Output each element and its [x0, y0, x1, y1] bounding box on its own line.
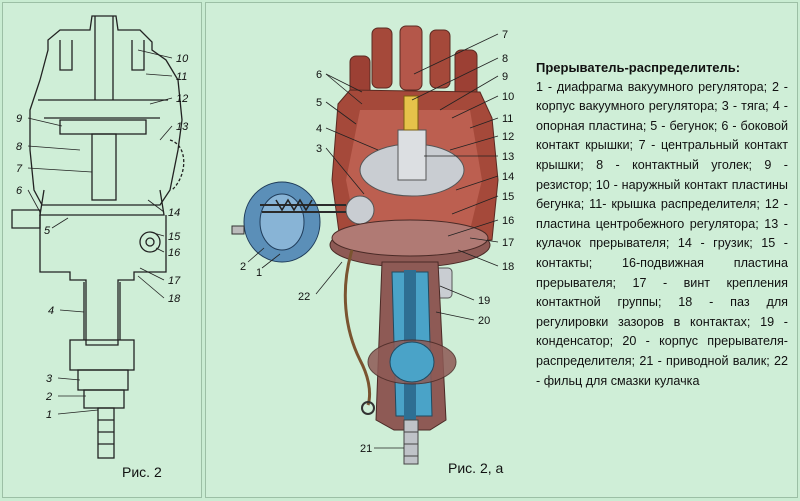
label-13: 13	[502, 151, 514, 163]
label-12: 12	[502, 131, 514, 143]
housing-outline	[39, 215, 167, 346]
label-8: 8	[16, 141, 23, 153]
housing-rim	[331, 219, 489, 257]
condenser-center	[145, 237, 155, 247]
distributor-outline	[11, 15, 185, 459]
left-number-labels: 10 11 12 13 9 8 7 6 5 14 15 16 17 18 4 3…	[16, 53, 189, 421]
label-12: 12	[176, 93, 188, 105]
cam	[91, 133, 117, 201]
label-2: 2	[240, 261, 246, 273]
label-14: 14	[502, 171, 514, 183]
spring-coils	[275, 198, 313, 212]
vacuum-rod	[11, 209, 41, 229]
housing-shaft-bore	[83, 282, 121, 340]
center-contact	[403, 95, 419, 131]
label-17: 17	[168, 275, 181, 287]
label-3: 3	[316, 143, 322, 155]
label-5: 5	[316, 97, 322, 109]
cap-outline	[29, 15, 183, 206]
figure-caption-right: Рис. 2, а	[448, 460, 504, 476]
left-drawing-panel	[2, 2, 202, 498]
shaft-splines	[98, 419, 114, 445]
label-21: 21	[360, 443, 372, 455]
label-1: 1	[46, 409, 52, 421]
label-17: 17	[502, 237, 514, 249]
wire-ring-terminal	[361, 401, 375, 415]
drive-shaft-end	[403, 419, 419, 465]
wire-coil	[169, 139, 185, 191]
label-15: 15	[502, 191, 514, 203]
label-10: 10	[176, 53, 189, 65]
vacuum-diaphragm	[259, 193, 305, 251]
label-11: 11	[176, 71, 187, 83]
label-16: 16	[168, 247, 181, 259]
label-13: 13	[176, 121, 189, 133]
label-9: 9	[16, 113, 22, 125]
label-22: 22	[298, 291, 310, 303]
label-19: 19	[478, 295, 490, 307]
label-16: 16	[502, 215, 514, 227]
bulge-bore	[389, 341, 435, 383]
label-15: 15	[168, 231, 181, 243]
ground-wire	[343, 249, 372, 406]
rotor-plate	[38, 99, 168, 119]
center-terminal	[94, 16, 114, 100]
legend-body: 1 - диафрагма вакуумного регулятора; 2 -…	[536, 79, 788, 388]
label-9: 9	[502, 71, 508, 83]
label-7: 7	[502, 29, 508, 41]
breaker-plate	[39, 189, 165, 216]
vacuum-nipple	[231, 225, 245, 235]
label-18: 18	[168, 293, 181, 305]
parts-legend: Прерыватель-распределитель: 1 - диафрагм…	[536, 58, 788, 391]
right-number-labels: 6 5 4 3 7 8 9 10 11 12 13 14 15 16 17 18…	[240, 29, 514, 455]
breaker-weight	[345, 195, 375, 225]
label-4: 4	[48, 305, 54, 317]
label-7: 7	[16, 163, 23, 175]
label-6: 6	[16, 185, 23, 197]
label-18: 18	[502, 261, 514, 273]
label-6: 6	[316, 69, 322, 81]
label-3: 3	[46, 373, 53, 385]
side-terminals	[59, 40, 145, 71]
label-1: 1	[256, 267, 262, 279]
drive-shaft	[97, 407, 115, 459]
label-14: 14	[168, 207, 180, 219]
legend-title: Прерыватель-распределитель:	[536, 60, 741, 75]
label-11: 11	[502, 113, 513, 125]
label-5: 5	[44, 225, 51, 237]
leader-lines	[27, 49, 173, 415]
label-10: 10	[502, 91, 514, 103]
label-4: 4	[316, 123, 322, 135]
label-8: 8	[502, 53, 508, 65]
distributor-section-drawing: 10 11 12 13 9 8 7 6 5 14 15 16 17 18 4 3…	[11, 15, 189, 459]
cam-body	[397, 129, 427, 181]
label-2: 2	[45, 391, 52, 403]
right-leader-lines	[247, 33, 499, 449]
drive-shaft-splines	[404, 431, 418, 457]
label-20: 20	[478, 315, 490, 327]
figure-caption-left: Рис. 2	[122, 464, 162, 480]
